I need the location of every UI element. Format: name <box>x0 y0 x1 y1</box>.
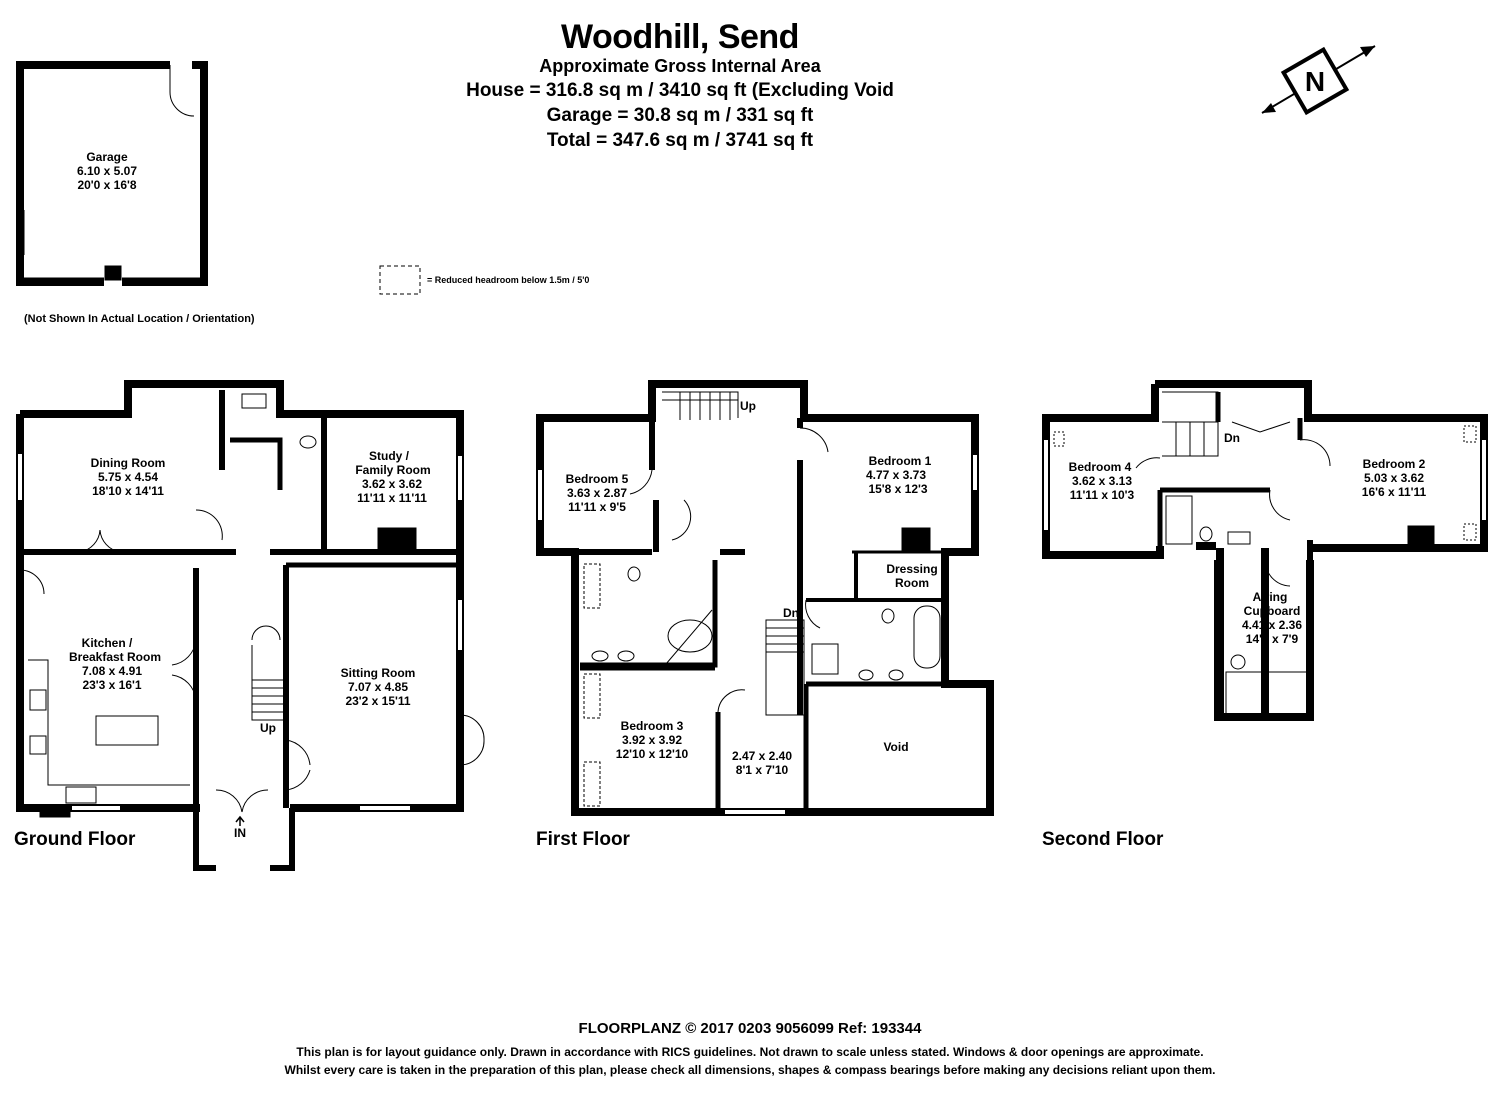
bedroom-4-label: Bedroom 4 <box>1069 460 1132 474</box>
bedroom-1-dim-ft: 15'8 x 12'3 <box>868 482 927 496</box>
garage-plan <box>16 61 208 286</box>
first-floor-title: First Floor <box>536 829 631 850</box>
garage-note: (Not Shown In Actual Location / Orientat… <box>24 313 255 325</box>
ground-floor-plan <box>16 380 485 871</box>
bedroom-4-dim-ft: 11'11 x 10'3 <box>1070 488 1135 502</box>
second-floor-plan <box>1042 380 1488 721</box>
study-dim-ft: 11'11 x 11'11 <box>357 491 427 505</box>
plan-title: Woodhill, Send <box>561 18 799 56</box>
kitchen-dim-ft: 23'3 x 16'1 <box>82 678 141 692</box>
dining-room-dim-ft: 18'10 x 14'11 <box>92 484 164 498</box>
airing-cupboard-dim-m: 4.41 x 2.36 <box>1242 618 1302 632</box>
bedroom-1-dim-m: 4.77 x 3.73 <box>866 468 926 482</box>
bedroom-4-dim-m: 3.62 x 3.13 <box>1072 474 1132 488</box>
kitchen-label-2: Breakfast Room <box>69 650 161 664</box>
bedroom-1-label: Bedroom 1 <box>869 454 932 468</box>
legend-text: = Reduced headroom below 1.5m / 5'0 <box>427 275 589 285</box>
airing-cupboard-label-2: Cupboard <box>1244 604 1301 618</box>
bedroom-5-label: Bedroom 5 <box>566 472 629 486</box>
footer-disclaimer-2: Whilst every care is taken in the prepar… <box>284 1063 1216 1077</box>
bedroom-5-dim-ft: 11'11 x 9'5 <box>568 500 626 514</box>
bedroom-3-dim-m: 3.92 x 3.92 <box>622 733 682 747</box>
study-dim-m: 3.62 x 3.62 <box>362 477 422 491</box>
dressing-room-label: Dressing <box>886 562 937 576</box>
reduced-headroom-swatch <box>379 265 421 295</box>
total-area: Total = 347.6 sq m / 3741 sq ft <box>546 130 814 151</box>
first-stairs-down: Dn <box>783 606 799 620</box>
first-floor-plan <box>536 380 994 816</box>
small-room-dim-ft: 8'1 x 7'10 <box>736 763 789 777</box>
bedroom-3-dim-ft: 12'10 x 12'10 <box>616 747 689 761</box>
kitchen-dim-m: 7.08 x 4.91 <box>82 664 142 678</box>
sitting-room-dim-ft: 23'2 x 15'11 <box>345 694 410 708</box>
sitting-room-label: Sitting Room <box>341 666 416 680</box>
bedroom-2-label: Bedroom 2 <box>1363 457 1426 471</box>
garage-dim-m: 6.10 x 5.07 <box>77 164 137 178</box>
bedroom-2-dim-m: 5.03 x 3.62 <box>1364 471 1424 485</box>
garage-label: Garage <box>86 150 128 164</box>
airing-cupboard-dim-ft: 14'6 x 7'9 <box>1246 632 1299 646</box>
compass-letter: N <box>1305 66 1325 97</box>
sitting-room-dim-m: 7.07 x 4.85 <box>348 680 408 694</box>
garage-dim-ft: 20'0 x 16'8 <box>77 178 136 192</box>
bedroom-3-label: Bedroom 3 <box>621 719 684 733</box>
second-stairs-down: Dn <box>1224 431 1240 445</box>
bedroom-2-dim-ft: 16'6 x 11'11 <box>1362 485 1427 499</box>
second-floor-title: Second Floor <box>1042 829 1164 850</box>
footer-credits: FLOORPLANZ © 2017 0203 9056099 Ref: 1933… <box>578 1020 922 1037</box>
dining-room-label: Dining Room <box>91 456 166 470</box>
entrance-arrow-icon <box>235 815 245 826</box>
void-label: Void <box>883 740 908 754</box>
airing-cupboard-label: Airing <box>1253 590 1288 604</box>
study-label: Study / <box>369 449 410 463</box>
dressing-room-label-2: Room <box>895 576 929 590</box>
garage-area: Garage = 30.8 sq m / 331 sq ft <box>546 105 814 126</box>
area-heading: Approximate Gross Internal Area <box>539 56 821 76</box>
dining-room-dim-m: 5.75 x 4.54 <box>98 470 158 484</box>
footer-disclaimer-1: This plan is for layout guidance only. D… <box>296 1045 1204 1059</box>
ground-floor-title: Ground Floor <box>14 829 136 850</box>
small-room-dim-m: 2.47 x 2.40 <box>732 749 792 763</box>
bedroom-5-dim-m: 3.63 x 2.87 <box>567 486 627 500</box>
entrance-label: IN <box>234 826 246 840</box>
house-area: House = 316.8 sq m / 3410 sq ft (Excludi… <box>466 80 894 101</box>
first-stairs-up: Up <box>740 399 756 413</box>
study-label-2: Family Room <box>355 463 430 477</box>
kitchen-label: Kitchen / <box>82 636 133 650</box>
north-arrow-icon: N <box>1261 45 1376 116</box>
ground-stairs-up: Up <box>260 721 276 735</box>
